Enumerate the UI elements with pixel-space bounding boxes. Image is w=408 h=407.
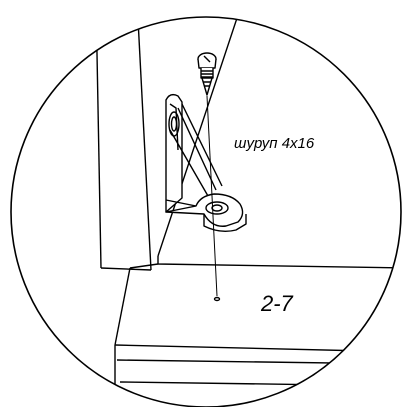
side-panel — [95, 17, 152, 271]
step-label: 2-7 — [260, 291, 294, 316]
detail-circle — [10, 16, 402, 407]
pilot-hole — [213, 296, 221, 302]
corner-bracket — [165, 93, 247, 233]
screw — [197, 52, 217, 96]
screw-callout-label: шуруп 4х16 — [234, 135, 315, 152]
bottom-board — [114, 256, 401, 407]
screw-axis-line — [206, 95, 218, 297]
back-wall-edge — [157, 17, 244, 257]
